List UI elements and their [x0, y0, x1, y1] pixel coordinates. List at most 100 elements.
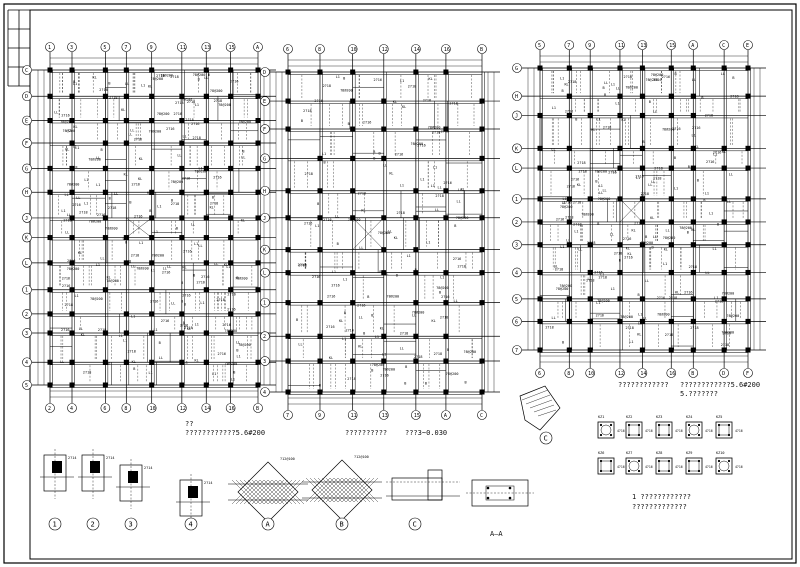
plan-annotation: ?8@200 [657, 312, 670, 316]
plan-annotation: 2?16 [565, 109, 573, 113]
column [69, 93, 75, 99]
plan-annotation: 2?16 [72, 203, 80, 207]
column [566, 296, 572, 302]
grid-bubble-label: K [515, 146, 518, 152]
plan-annotation: ?8@200 [151, 253, 164, 257]
column-core [688, 460, 700, 472]
plan-annotation: LL [599, 191, 603, 195]
rebar-dot [637, 433, 641, 437]
column [668, 65, 674, 71]
column [228, 215, 234, 221]
plan-annotation: LL [458, 188, 462, 192]
plan-annotation: ?8@200 [645, 78, 658, 82]
grid-bubble-label: 10 [150, 406, 156, 412]
grid-bubble [378, 410, 389, 420]
plan-annotation: L1 [231, 377, 235, 381]
column [47, 67, 53, 73]
grid-bubble-label: 2 [263, 334, 266, 340]
plan-annotation: 2?16 [723, 332, 731, 336]
plan-annotation: 2?18 [214, 99, 222, 103]
plan-annotation: KL [664, 247, 668, 251]
column [668, 269, 674, 275]
grid-bubble [512, 194, 522, 204]
plan-annotation: L1 [552, 106, 556, 110]
column [617, 145, 623, 151]
column [149, 311, 155, 317]
plan-annotation: KL [626, 246, 630, 250]
column-rebar-label: 4?16 [617, 465, 625, 469]
column [102, 382, 108, 388]
grid-bubble [512, 294, 522, 304]
plan-annotation: B [604, 93, 606, 97]
plan-annotation: B [371, 369, 373, 373]
plan-annotation: 2?18 [653, 177, 661, 181]
plan-annotation: ?8@200 [382, 367, 395, 371]
column [443, 215, 449, 221]
column [47, 235, 53, 241]
column [149, 287, 155, 293]
column [721, 145, 727, 151]
plan-annotation: L1 [153, 328, 157, 332]
column-label: KZ5 [716, 415, 722, 419]
rebar-dot [657, 423, 661, 427]
plan-annotation: 2?16 [218, 352, 226, 356]
plan-annotation: KL [187, 327, 191, 331]
grid-bubble-label: 5 [538, 43, 541, 49]
plan-annotation: L1 [141, 84, 145, 88]
plan-annotation: 2?18 [65, 303, 73, 307]
plan-annotation: 2?18 [654, 166, 662, 170]
column-core [628, 460, 640, 472]
column [179, 330, 185, 336]
grid-bubble-label: K [263, 248, 266, 254]
plan-annotation: ?8@200 [456, 216, 469, 220]
column [443, 69, 449, 75]
section-c-post [427, 469, 443, 501]
column [690, 347, 696, 353]
column [179, 118, 185, 124]
plan-line [533, 404, 555, 413]
column [285, 69, 291, 75]
grid-bubble-label: C [25, 68, 28, 74]
plan-annotation: B [236, 349, 238, 353]
plan1-subtitle: ????????????5.6#200 [185, 429, 266, 437]
column [668, 196, 674, 202]
legend-note-2: ????????????? [632, 503, 687, 511]
column [69, 165, 75, 171]
grid-bubble [201, 42, 212, 52]
plan-annotation: B [159, 341, 161, 345]
plan1-title: ?? [185, 420, 194, 428]
plan-annotation: KL [93, 76, 97, 80]
grid-bubble-label: 16 [444, 47, 450, 53]
plan-annotation: KL [65, 147, 69, 151]
plan-annotation: KL [429, 77, 433, 81]
plan-line [352, 217, 384, 250]
grid-bubble [146, 403, 157, 413]
plan-annotation: 2?18 [408, 84, 416, 88]
column [479, 215, 485, 221]
column [69, 382, 75, 388]
column-rebar-label: 4?16 [735, 465, 743, 469]
detail-bubble-label: A [266, 521, 271, 529]
column [123, 330, 129, 336]
plan-annotation: LL [384, 272, 388, 276]
plan-annotation: 2?16 [327, 294, 335, 298]
plan-annotation: KL [182, 266, 186, 270]
column [317, 333, 323, 339]
plan-annotation: L1 [420, 177, 424, 181]
column [255, 287, 261, 293]
detail-bubble [184, 517, 198, 531]
column [228, 165, 234, 171]
plan-annotation: 2?16 [227, 307, 235, 311]
grid-bubble [22, 309, 32, 319]
plan-annotation: 2?18 [396, 211, 404, 215]
plan-annotation: 2?18 [83, 371, 91, 375]
column [381, 155, 387, 161]
column [255, 311, 261, 317]
plan-annotation: 2?16 [684, 291, 692, 295]
grid-bubble [512, 91, 522, 101]
rebar-dot [727, 469, 731, 473]
plan-annotation: B [575, 117, 577, 121]
plan-annotation: L1 [600, 273, 604, 277]
column [745, 347, 751, 353]
plan-annotation: ?8@200 [387, 294, 400, 298]
